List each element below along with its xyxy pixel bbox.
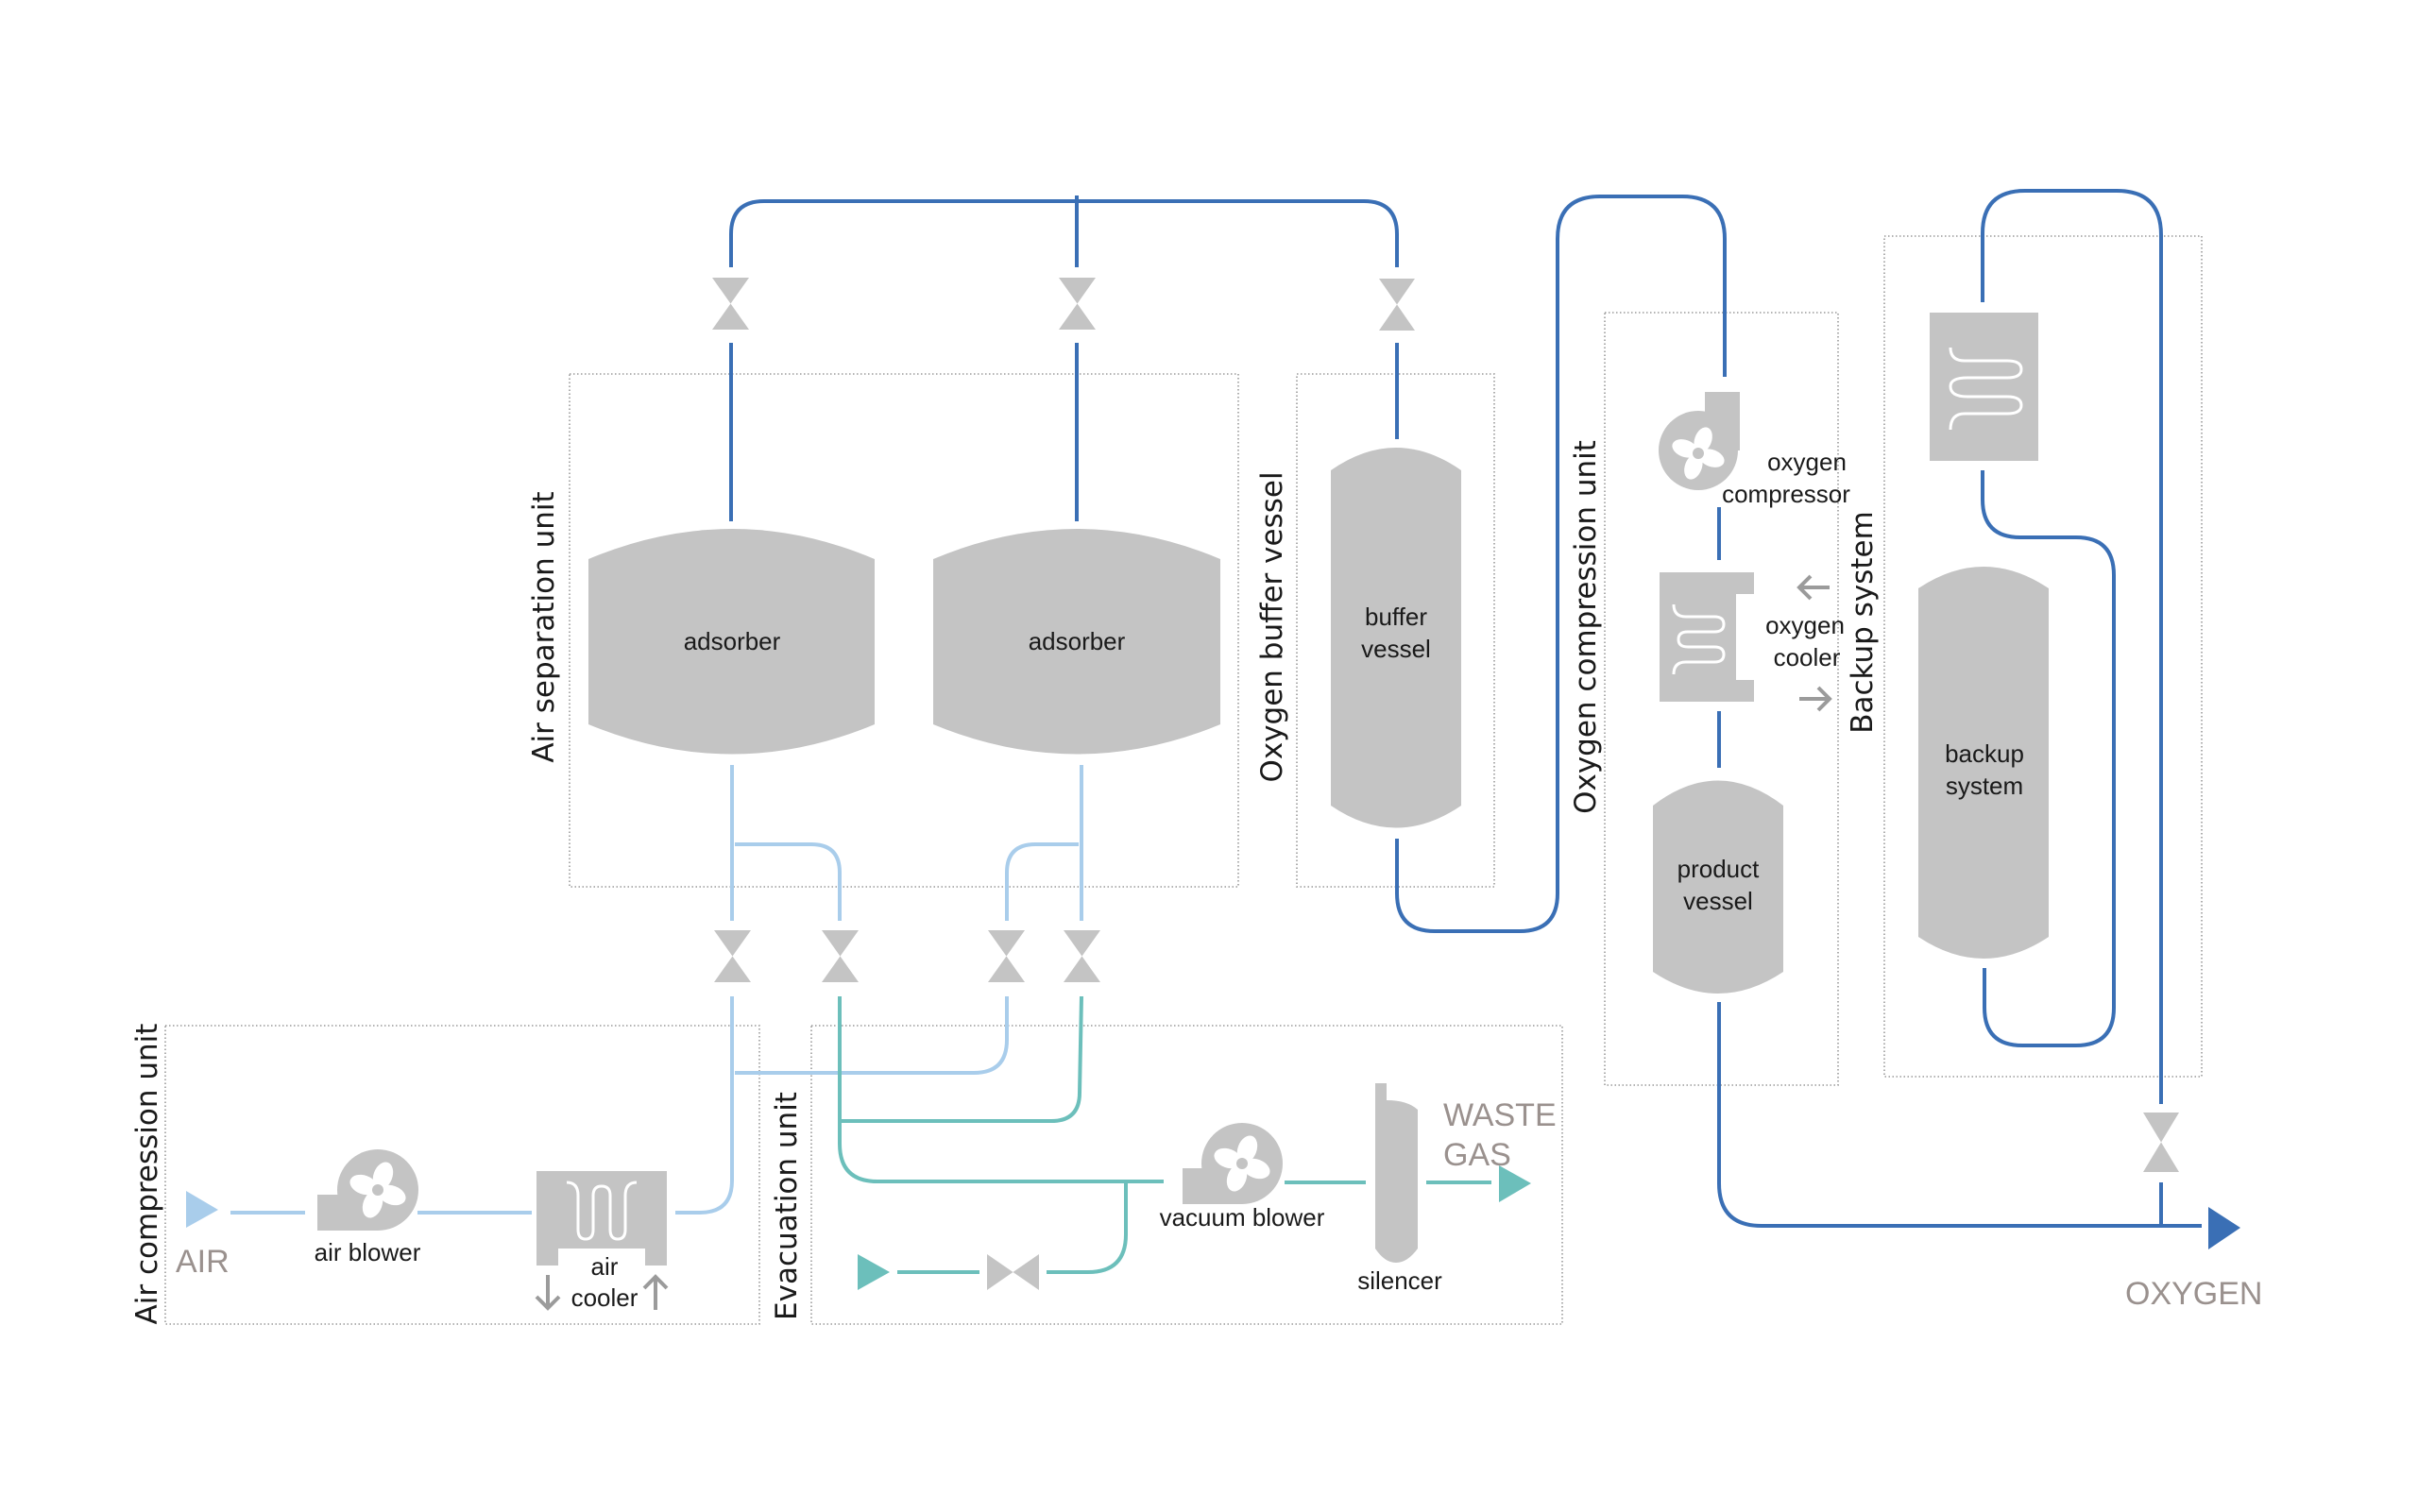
air-inlet-arrow-icon	[186, 1191, 218, 1228]
air-blower-label: air blower	[315, 1238, 421, 1266]
coil-icon	[566, 1181, 638, 1241]
backup-system-box	[1883, 235, 2203, 1078]
oxygen-header-pipe	[729, 199, 1399, 267]
silencer[interactable]: silencer	[1357, 1083, 1442, 1295]
valve-icon[interactable]	[822, 930, 859, 982]
waste-gas-arrow-icon	[1499, 1165, 1531, 1202]
waste-gas-label-line1: WASTE	[1443, 1097, 1557, 1133]
buffer-vessel-icon	[1331, 448, 1461, 828]
oxygen-cooler[interactable]: oxygen cooler	[1660, 572, 1845, 712]
cooler-to-adsorber-pipe	[675, 996, 734, 1215]
valve-icon[interactable]	[1059, 278, 1096, 330]
adsorber-2-branch-pipe	[1005, 842, 1079, 921]
product-vessel-icon	[1653, 780, 1783, 994]
air-blower[interactable]: air blower	[315, 1149, 421, 1266]
evacuation-main-pipe	[838, 996, 1164, 1183]
adsorber-1-label: adsorber	[684, 627, 781, 655]
valve-icon[interactable]	[714, 930, 751, 982]
backup-vessel[interactable]: backup system	[1918, 567, 2049, 959]
evacuation-unit-label: Evacuation unit	[770, 1092, 804, 1320]
backup-hx-to-vessel-pipe	[1981, 470, 2116, 1047]
oxygen-compressor-label-line1: oxygen	[1767, 448, 1847, 476]
product-vessel[interactable]: product vessel	[1653, 780, 1783, 994]
coolant-out-arrow-icon	[535, 1275, 561, 1311]
coil-icon	[1672, 603, 1726, 675]
air-separation-unit-box	[569, 373, 1239, 888]
adsorber-1[interactable]: adsorber	[588, 529, 875, 755]
oxygen-cooler-label-line2: cooler	[1774, 643, 1841, 671]
vacuum-blower-label: vacuum blower	[1160, 1203, 1325, 1232]
evacuation-adsorber-2-pipe	[842, 995, 1083, 1123]
backup-system-label-line1: backup	[1945, 739, 2024, 768]
heat-exchanger-icon	[1930, 313, 2038, 461]
valve-icon[interactable]	[1379, 279, 1415, 331]
oxygen-buffer-vessel-label: Oxygen buffer vessel	[1255, 471, 1289, 782]
valves	[712, 278, 2179, 1290]
air-cooler[interactable]: air cooler	[535, 1171, 669, 1312]
valve-icon[interactable]	[988, 930, 1025, 982]
heat-exchanger-icon	[1660, 572, 1754, 702]
evacuation-unit-box	[810, 1025, 1563, 1325]
waste-gas-label-line2: GAS	[1443, 1137, 1511, 1173]
oxygen-compression-unit-box	[1604, 312, 1839, 1086]
coil-icon	[1949, 347, 2023, 431]
backup-system-label: Backup system	[1846, 511, 1880, 734]
air-inlet-label: AIR	[176, 1244, 230, 1280]
oxygen-cooler-label-line1: oxygen	[1765, 611, 1845, 639]
coolant-out-arrow-icon	[1799, 686, 1832, 712]
coolant-in-arrow-icon	[1796, 574, 1830, 601]
product-vessel-label-line2: vessel	[1683, 887, 1753, 915]
oxygen-compressor-label-line2: compressor	[1722, 480, 1850, 508]
coolant-in-arrow-icon	[642, 1274, 669, 1310]
silencer-label: silencer	[1357, 1266, 1442, 1295]
heat-exchanger-icon	[536, 1171, 667, 1266]
fan-icon	[1214, 1135, 1270, 1192]
adsorber-vessel-icon	[588, 529, 875, 755]
backup-system-label-line2: system	[1946, 772, 2023, 800]
adsorber-1-branch-pipe	[735, 842, 842, 921]
backup-heat-exchanger[interactable]	[1930, 313, 2038, 461]
purge-valve-icon[interactable]	[987, 1254, 1039, 1290]
air-compression-unit-label: Air compression unit	[130, 1024, 164, 1325]
fan-icon	[349, 1162, 406, 1218]
purge-inlet-arrow-icon	[858, 1254, 890, 1290]
air-separation-unit-label: Air separation unit	[527, 491, 561, 762]
adsorber-2[interactable]: adsorber	[933, 529, 1220, 755]
air-crossover-pipe	[735, 996, 1009, 1075]
air-cooler-label-line1: air	[591, 1252, 619, 1281]
oxygen-outlet-label: OXYGEN	[2125, 1276, 2262, 1312]
air-compression-unit-box	[164, 1025, 760, 1325]
valve-icon[interactable]	[2143, 1113, 2179, 1172]
buffer-vessel-label-line1: buffer	[1365, 603, 1427, 631]
fan-icon	[1672, 427, 1725, 480]
buffer-to-compressor-pipe	[1395, 195, 1727, 933]
silencer-icon	[1375, 1083, 1418, 1263]
purge-branch-pipe	[1047, 1181, 1128, 1274]
oxygen-outlet-arrow-icon	[2208, 1207, 2240, 1249]
valve-icon[interactable]	[1064, 930, 1100, 982]
backup-vessel-icon	[1918, 567, 2049, 959]
product-outlet-pipe	[1717, 1002, 2202, 1228]
product-vessel-label-line1: product	[1677, 855, 1760, 883]
oxygen-compression-unit-label: Oxygen compression unit	[1569, 440, 1603, 814]
valve-icon[interactable]	[712, 278, 749, 330]
buffer-vessel-label-line2: vessel	[1361, 635, 1431, 663]
air-cooler-label-line2: cooler	[571, 1283, 639, 1312]
vacuum-blower[interactable]: vacuum blower	[1160, 1123, 1325, 1232]
buffer-vessel[interactable]: buffer vessel	[1331, 448, 1461, 828]
oxygen-compressor[interactable]: oxygen compressor	[1659, 392, 1850, 508]
adsorber-2-label: adsorber	[1029, 627, 1126, 655]
adsorber-vessel-icon	[933, 529, 1220, 755]
backup-loop-pipe	[1981, 189, 2163, 1104]
